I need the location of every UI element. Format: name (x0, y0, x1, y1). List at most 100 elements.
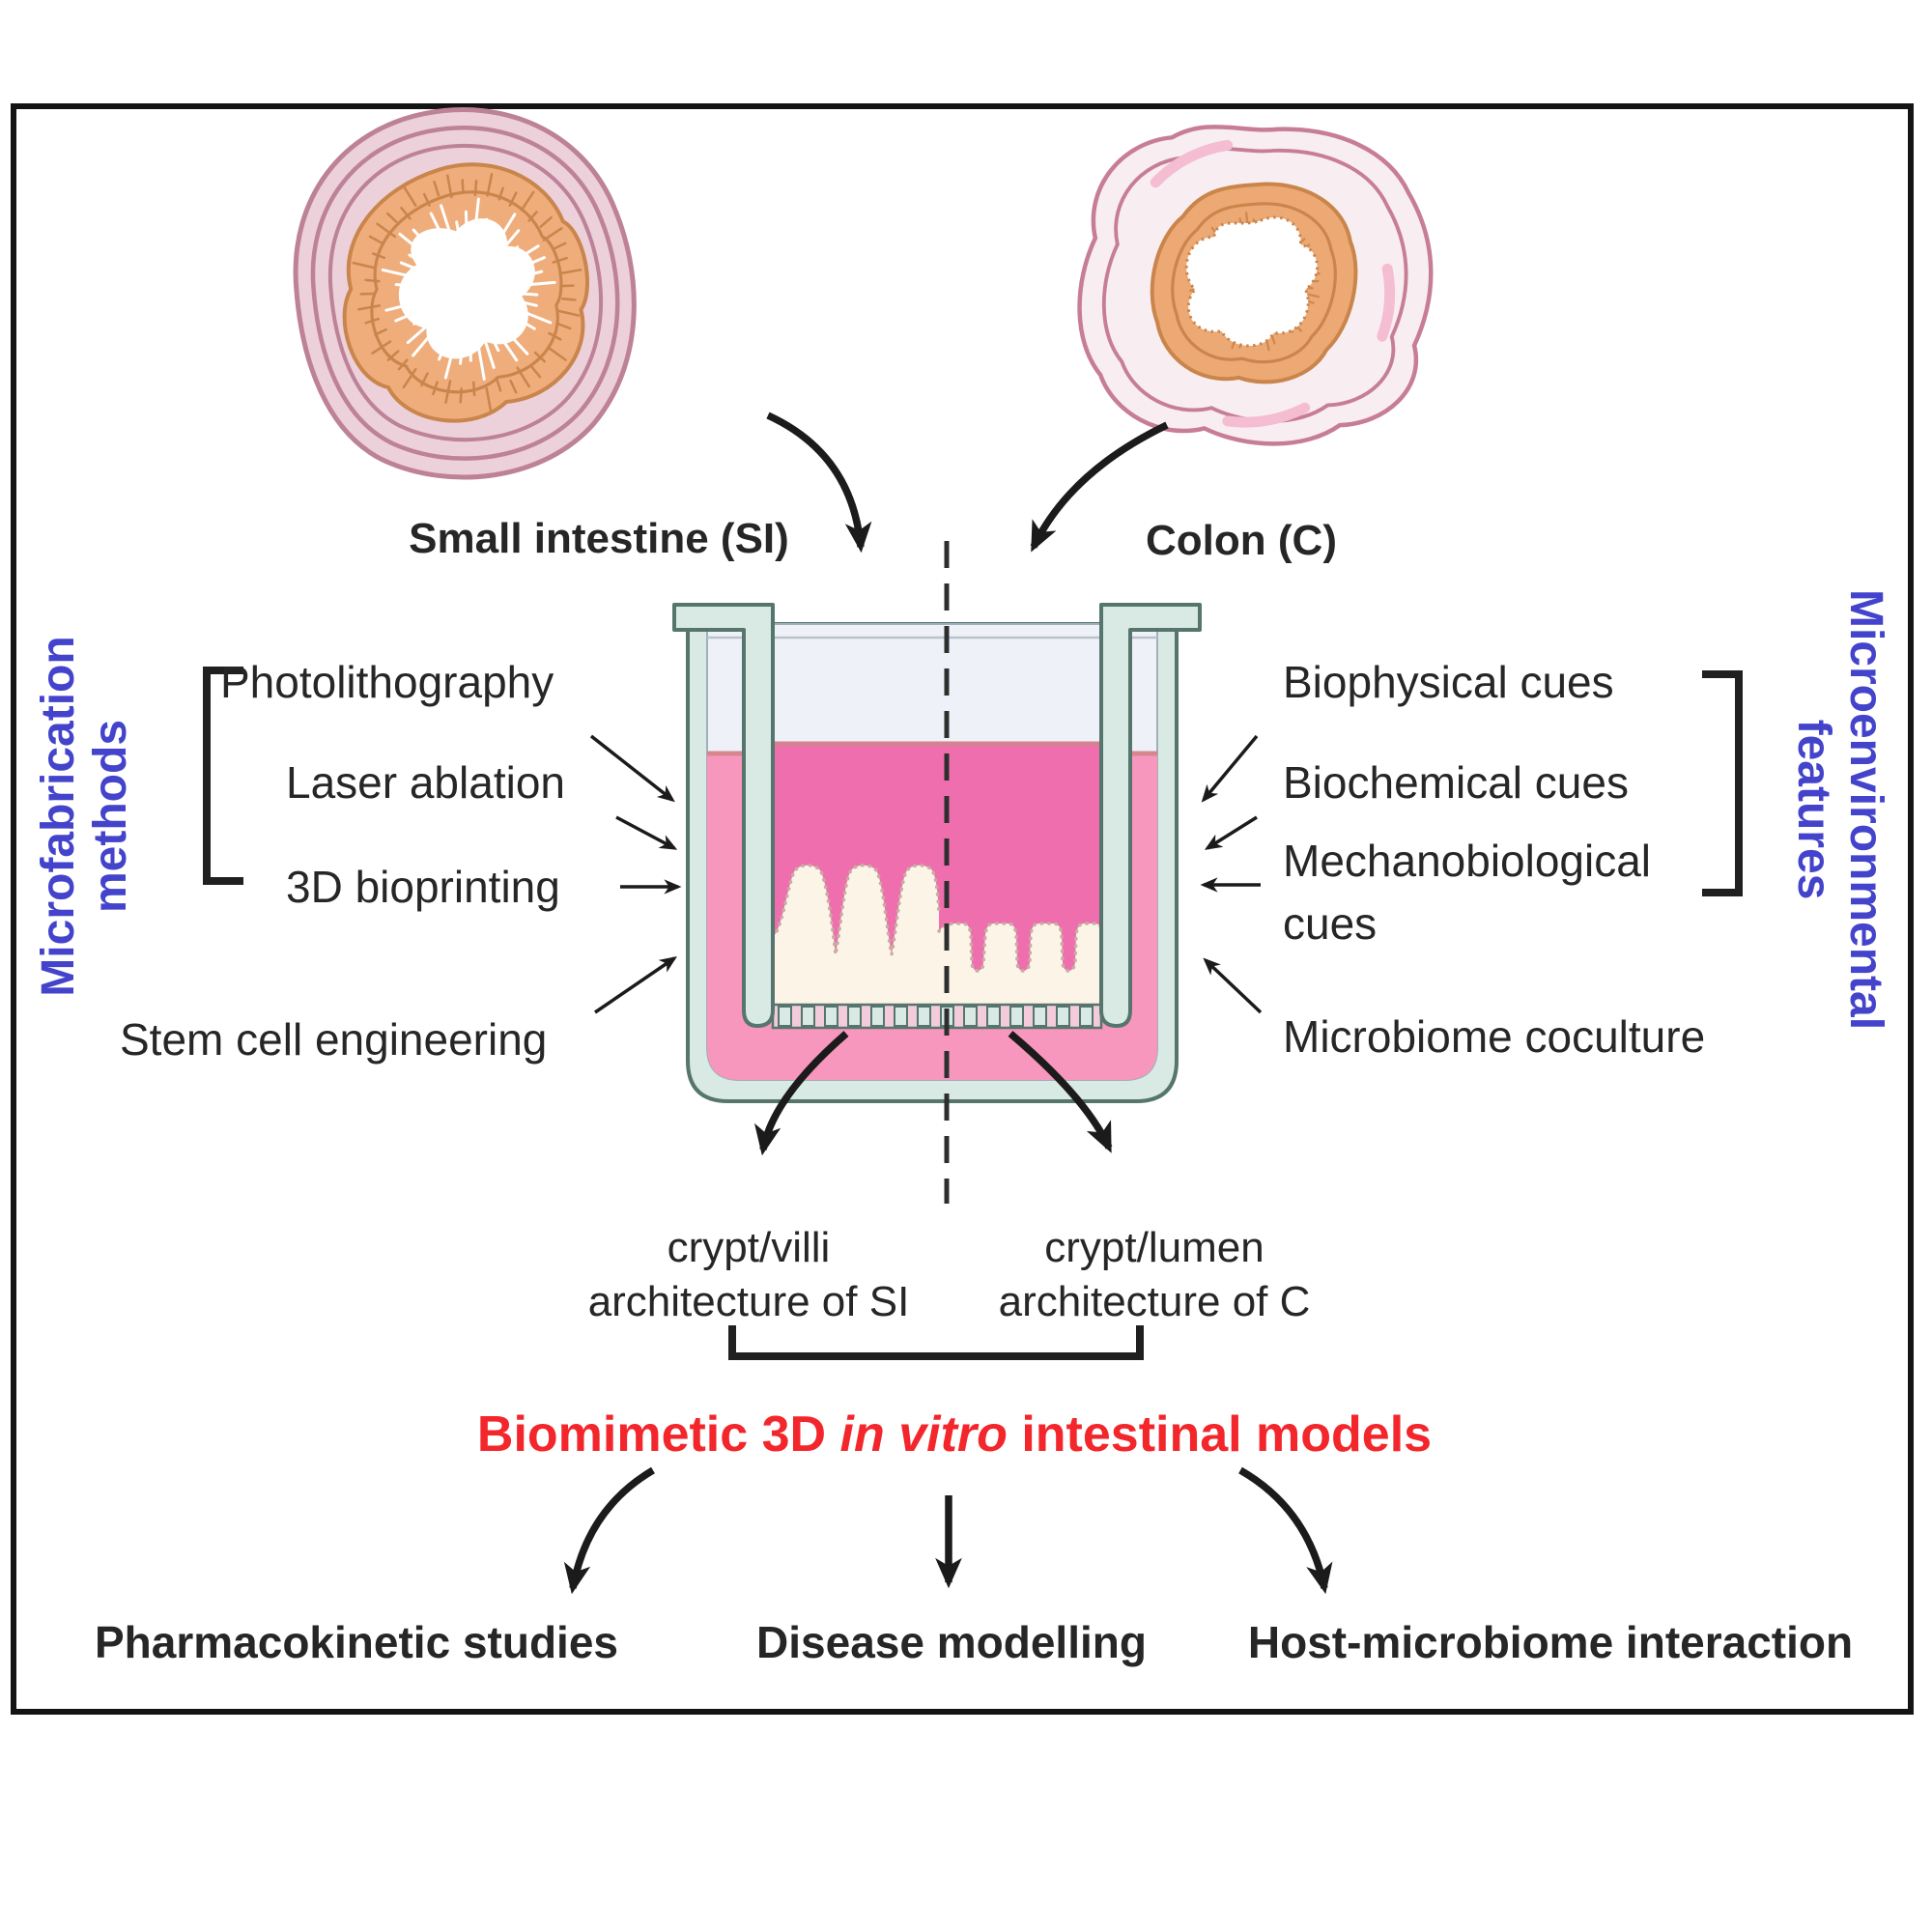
outcome-si-line1: crypt/villi (668, 1224, 831, 1271)
decorative-line (530, 365, 542, 379)
arrow-well-to-si-outcome-icon (753, 1031, 849, 1156)
membrane-pore-tooth (1033, 1006, 1047, 1027)
decorative-line (397, 358, 409, 371)
decorative-line (560, 298, 577, 301)
membrane-pore-tooth (917, 1006, 931, 1027)
decorative-line (446, 174, 453, 199)
arrow-stem-cell-icon (594, 955, 678, 1014)
label-mechanobiological-cues: cues (1283, 898, 1377, 949)
arrow-well-to-colon-outcome-icon (1008, 1031, 1113, 1153)
bottom-bracket (728, 1325, 1144, 1360)
si-villi-tissue (773, 865, 939, 1007)
label-photolithography: Photolithography (220, 657, 554, 707)
central-title-italic: in vitro (840, 1406, 1008, 1463)
colon-muscle-accent-1 (1150, 139, 1234, 188)
membrane-pore-tooth (1079, 1006, 1094, 1027)
decorative-line (459, 387, 463, 404)
decorative-line (533, 351, 546, 363)
colon-crypt-dotted-outline (937, 922, 1103, 973)
decorative-line (364, 278, 381, 283)
decorative-line (548, 331, 562, 341)
decorative-line (432, 381, 439, 396)
left-panel-title: Microfabrication methods (33, 636, 136, 996)
decorative-line (461, 179, 465, 194)
decorative-line (520, 190, 535, 212)
colon-muscle-accent-3 (1222, 402, 1311, 428)
decorative-line (486, 173, 494, 197)
membrane-pore-tooth (1056, 1006, 1070, 1027)
label-disease-modelling: Disease modelling (756, 1617, 1147, 1667)
microenvironmental-title-line1: Microenvironmental (1840, 589, 1891, 1030)
decorative-line (385, 212, 398, 223)
central-title-suffix: intestinal models (1008, 1406, 1432, 1463)
arrow-colon-to-well-icon (1030, 421, 1169, 553)
decorative-line (516, 366, 530, 388)
colon-label: Colon (C) (1146, 517, 1337, 564)
arrow-to-pharmacokinetic-icon (563, 1466, 655, 1595)
decorative-line (386, 350, 400, 361)
decorative-line (559, 284, 575, 288)
decorative-line (556, 309, 581, 317)
outcome-si-line2: architecture of SI (588, 1278, 910, 1325)
outcome-colon-line2: architecture of C (999, 1278, 1311, 1325)
arrow-to-host-microbiome-icon (1238, 1466, 1333, 1595)
decorative-line (357, 304, 382, 311)
label-biochemical-cues: Biochemical cues (1283, 757, 1629, 808)
decorative-line (374, 327, 387, 336)
arrow-laser-ablation-icon (589, 734, 675, 803)
label-mechanobiological: Mechanobiological (1283, 836, 1651, 886)
right-panel-title: Microenvironmental features (1788, 589, 1891, 1030)
microfabrication-title-line1: Microfabrication (33, 636, 84, 996)
decorative-line (539, 215, 553, 228)
membrane-pore-tooth (870, 1006, 885, 1027)
decorative-line (402, 185, 417, 207)
porous-membrane (771, 1003, 1103, 1030)
decorative-line (554, 242, 567, 250)
central-title: Biomimetic 3D in vitro intestinal models (477, 1406, 1432, 1463)
membrane-pores (778, 1006, 1094, 1027)
label-3d-bioprinting: 3D bioprinting (286, 862, 560, 912)
decorative-line (508, 191, 518, 207)
membrane-pore-tooth (824, 1006, 838, 1027)
decorative-line (558, 269, 582, 275)
colon-lumen (1184, 215, 1320, 348)
decorative-line (556, 323, 572, 330)
label-microbiome-coculture: Microbiome coculture (1283, 1011, 1705, 1062)
decorative-line (552, 256, 568, 264)
arrow-biochemical-icon (1201, 734, 1259, 803)
decorative-line (527, 211, 538, 222)
colon-muscle-accent-2 (1377, 263, 1396, 342)
decorative-line (368, 235, 384, 244)
decorative-line (402, 368, 417, 389)
arrow-si-to-well-icon (766, 412, 872, 554)
arrow-microbiome-icon (1203, 957, 1263, 1014)
decorative-line (371, 252, 386, 260)
decorative-line (485, 386, 493, 412)
membrane-pore-tooth (986, 1006, 1001, 1027)
si-mucosa-radial-lines (352, 173, 582, 412)
insert-headspace (773, 628, 1101, 744)
decorative-line (422, 192, 431, 207)
decorative-line (359, 292, 375, 296)
membrane-pore-tooth (963, 1006, 978, 1027)
decorative-line (495, 376, 502, 392)
microfabrication-title-line2: methods (85, 720, 136, 913)
central-title-prefix: Biomimetic 3D (477, 1406, 840, 1463)
label-laser-ablation: Laser ablation (286, 757, 565, 808)
decorative-line (547, 346, 567, 361)
outcome-colon-line1: crypt/lumen (1044, 1224, 1264, 1271)
decorative-line (444, 380, 452, 404)
si-lumen (398, 218, 535, 359)
label-stem-cell-engineering: Stem cell engineering (120, 1014, 547, 1065)
decorative-line (497, 186, 504, 201)
membrane-pore-tooth (894, 1006, 908, 1027)
si-villi-dotted-outline (771, 864, 941, 955)
decorative-line (1245, 212, 1249, 225)
insert-wall-left (672, 603, 775, 1028)
microenvironmental-title-line2: features (1788, 720, 1839, 900)
small-intestine-cross-section-illustration (258, 73, 673, 512)
decorative-line (433, 180, 440, 197)
decorative-line (400, 206, 412, 220)
decorative-line (376, 222, 396, 239)
